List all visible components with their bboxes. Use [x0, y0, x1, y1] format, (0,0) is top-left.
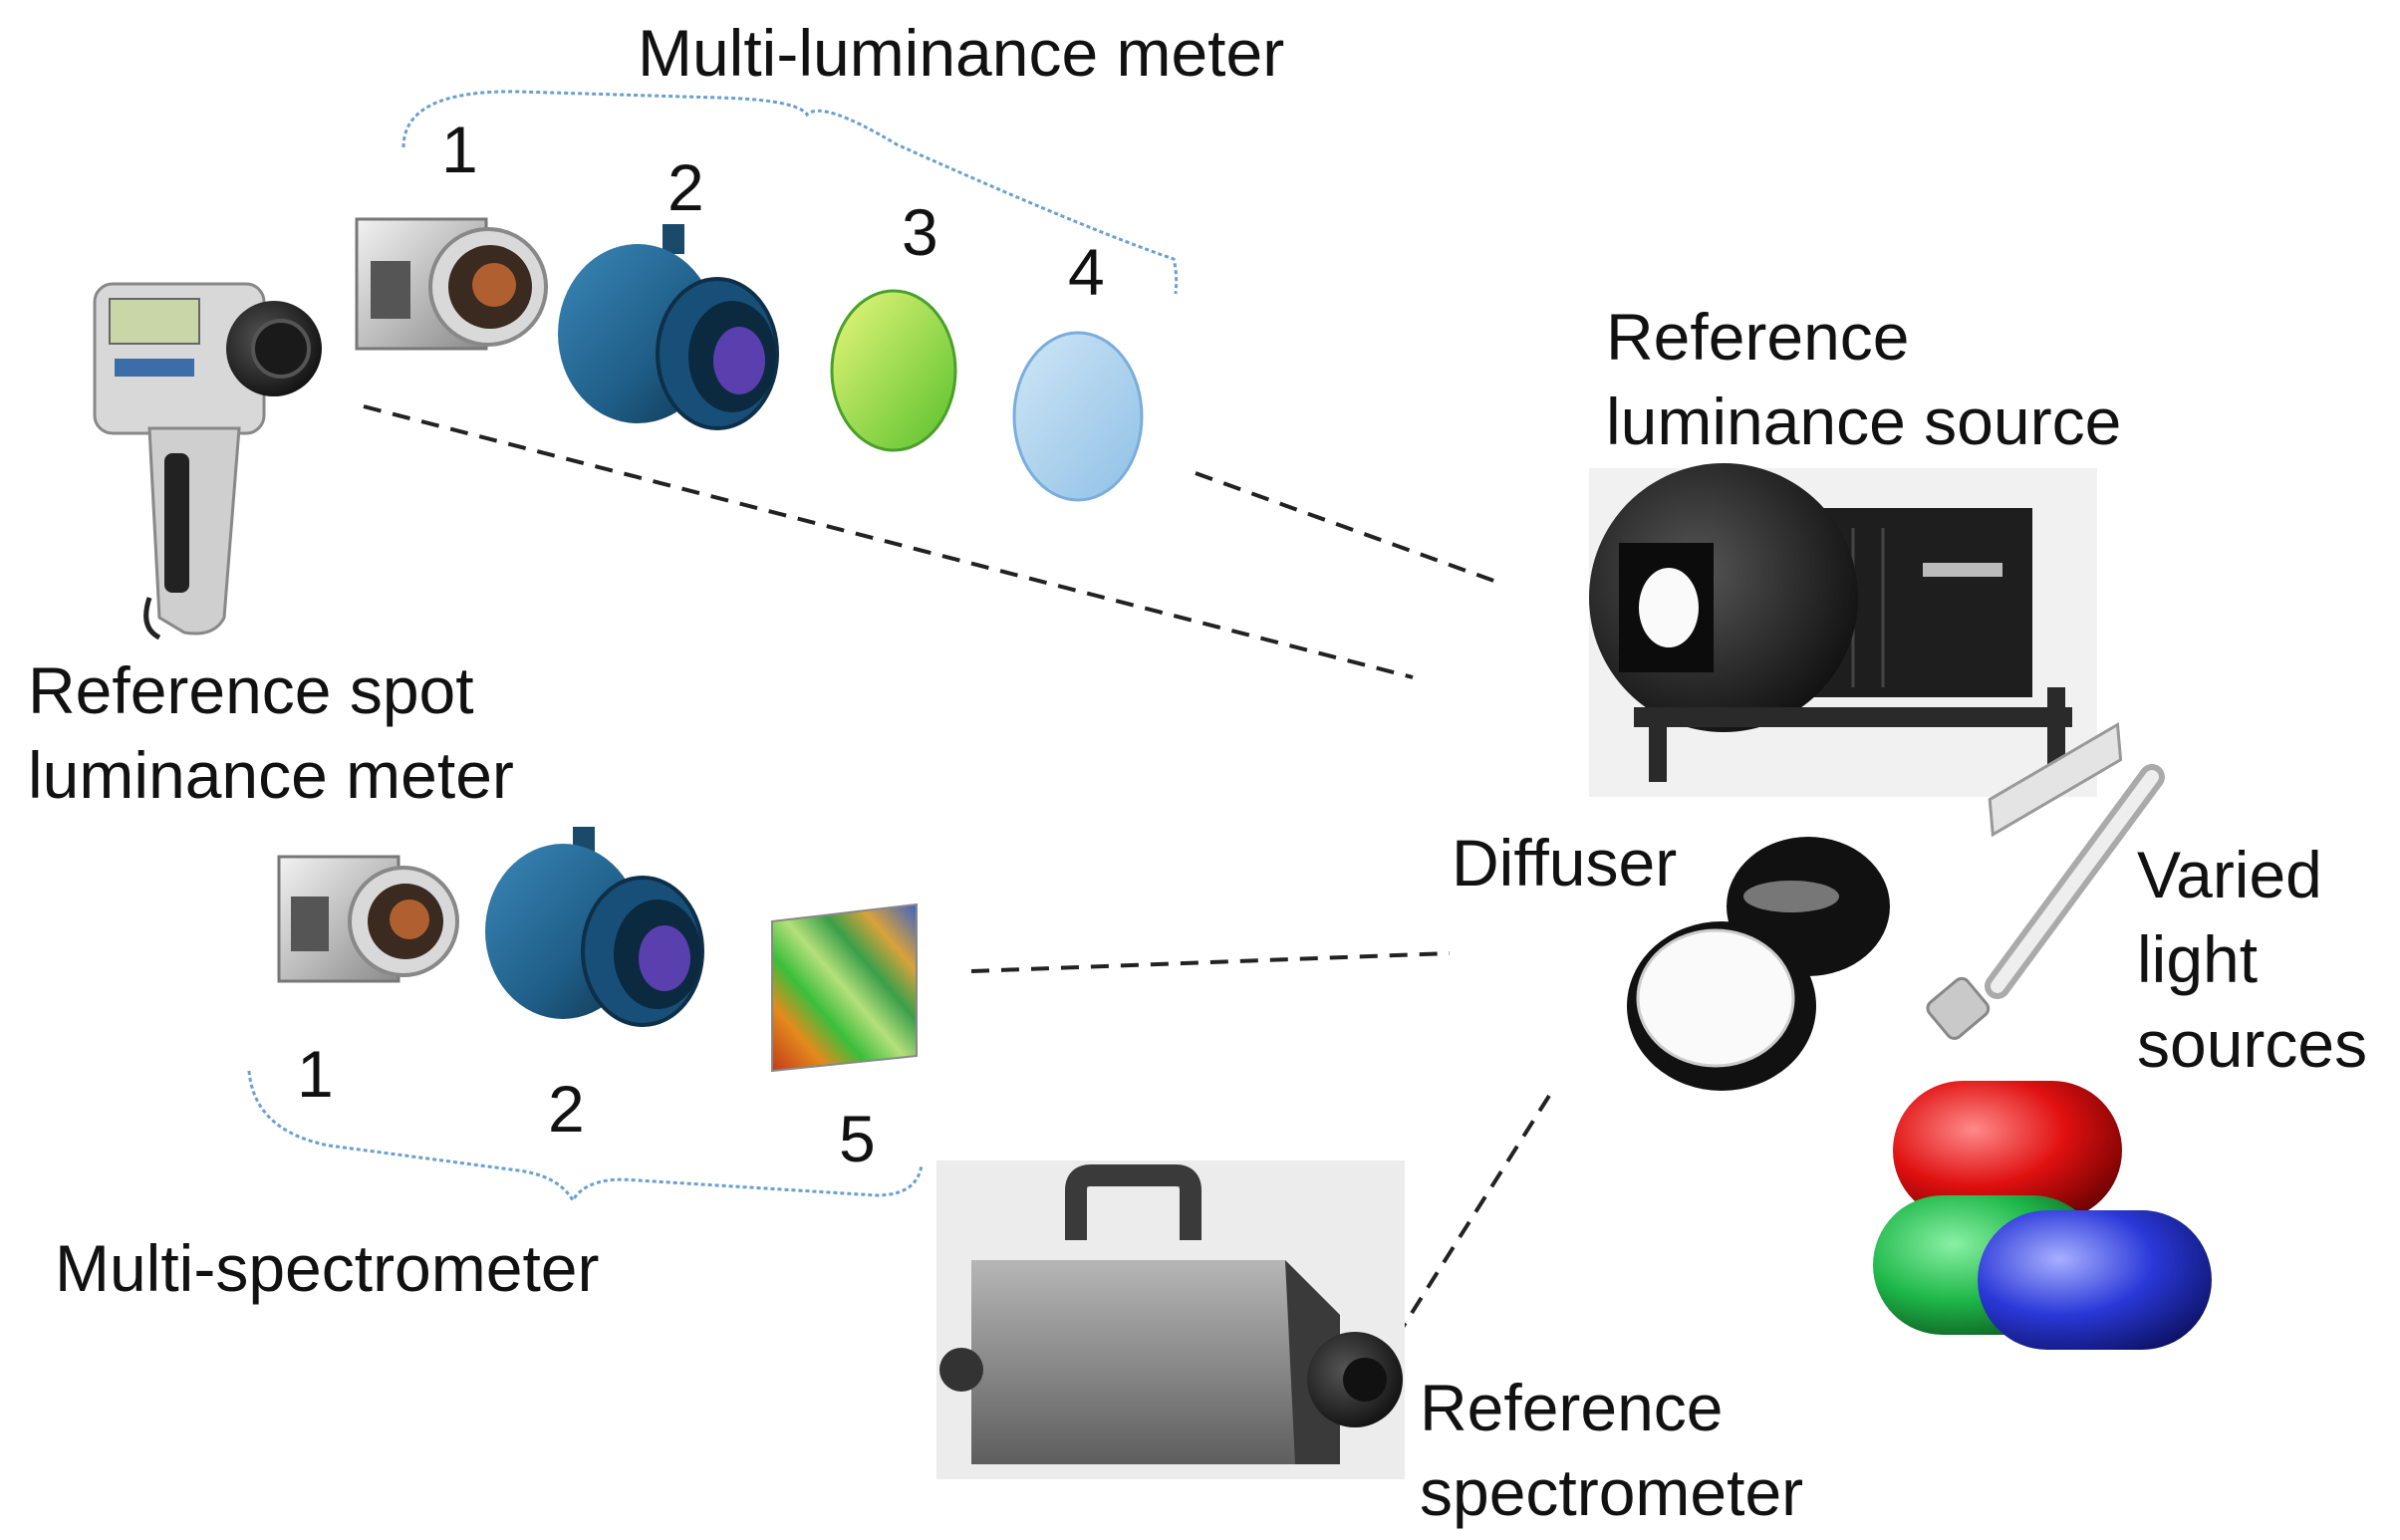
- reference-spectrometer-label-line1: Reference: [1420, 1371, 1724, 1444]
- top-number-2: 2: [667, 150, 704, 224]
- spot-luminance-meter-icon: [93, 282, 322, 641]
- top-number-3: 3: [902, 195, 938, 269]
- camera-body-icon-top: [355, 217, 548, 351]
- bottom-number-1: 1: [297, 1037, 334, 1111]
- lens-icon-bottom: [485, 827, 704, 1027]
- reference-spot-meter-label-line1: Reference spot: [28, 653, 474, 727]
- multi-spectrometer-label: Multi-spectrometer: [55, 1231, 600, 1305]
- varied-light-sources-label-line1: Varied: [2137, 838, 2322, 911]
- spectrometer-icon: [936, 1160, 1405, 1479]
- reference-luminance-source-label-line2: luminance source: [1606, 385, 2122, 458]
- reference-luminance-source-label-line1: Reference: [1606, 300, 1910, 374]
- bottom-brace: [247, 1070, 924, 1203]
- lens-icon-top: [558, 224, 779, 430]
- reference-spectrometer-label-line2: spectrometer: [1420, 1455, 1804, 1529]
- bottom-number-2: 2: [548, 1072, 585, 1146]
- top-number-4: 4: [1068, 235, 1105, 309]
- diffuser-label: Diffuser: [1452, 826, 1678, 899]
- multi-luminance-meter-label: Multi-luminance meter: [638, 16, 1285, 90]
- bottom-number-5: 5: [839, 1102, 876, 1175]
- dash-diffuser-to-spectrometer: [1393, 1094, 1551, 1342]
- luminance-source-icon: [1589, 463, 2097, 797]
- dash-grating-to-diffuser: [970, 951, 1451, 973]
- dashed-connections: [363, 404, 1551, 1342]
- dash-camera-to-source: [363, 404, 1414, 679]
- camera-body-icon-bottom: [277, 855, 459, 983]
- green-filter-icon: [830, 289, 957, 452]
- reference-spot-meter-label-line2: luminance meter: [28, 738, 514, 812]
- led-light-sources-icon: [1873, 1081, 2212, 1350]
- diffraction-grating-icon: [771, 902, 918, 1073]
- lamp-icon: [1926, 721, 2165, 1040]
- top-brace: [401, 90, 1179, 295]
- varied-light-sources-label-line3: sources: [2137, 1007, 2368, 1081]
- blue-filter-icon: [1012, 331, 1144, 502]
- dash-filter-to-source: [1195, 471, 1500, 585]
- top-number-1: 1: [441, 113, 478, 186]
- diffuser-icon: [1627, 837, 1890, 1091]
- varied-light-sources-label-line2: light: [2137, 922, 2259, 996]
